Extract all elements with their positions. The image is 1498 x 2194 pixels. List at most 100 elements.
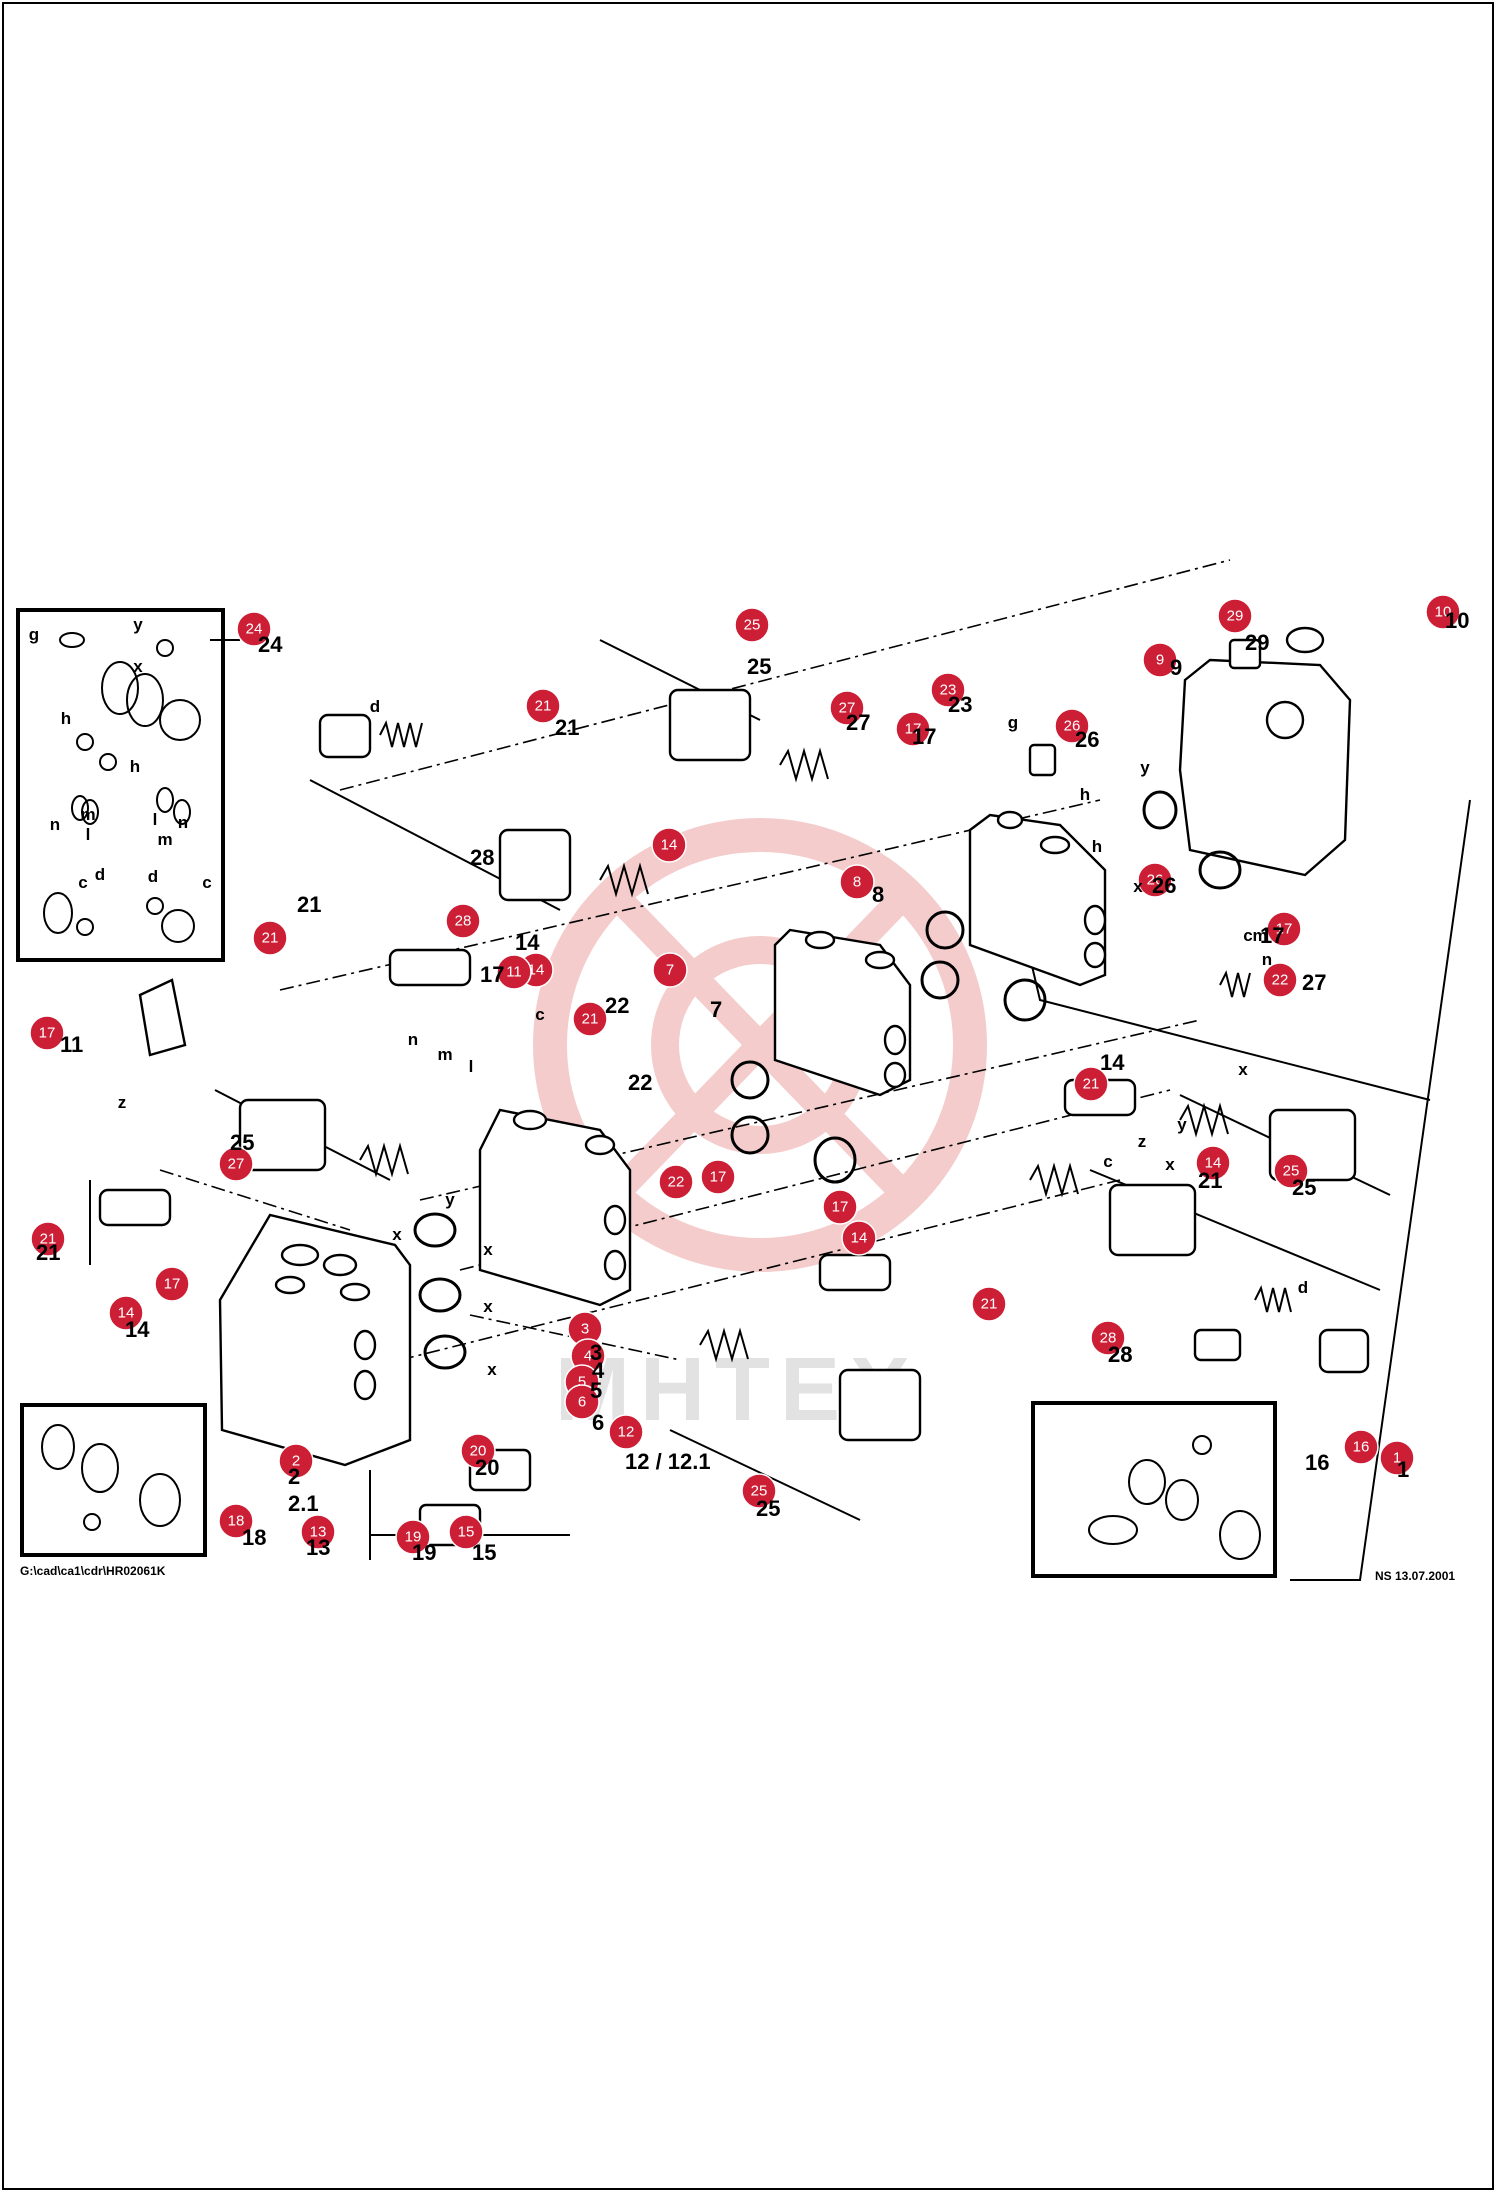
callout-badge-27: 27 [218, 1146, 254, 1182]
callout-badge-15: 15 [448, 1514, 484, 1550]
seal-letter-m: m [80, 805, 95, 824]
part-label-12---12-1: 12 / 12.1 [625, 1449, 711, 1474]
part-label-14: 14 [515, 930, 540, 955]
callout-badge-21: 21 [572, 1001, 608, 1037]
callout-badge-label: 24 [246, 621, 263, 638]
seal-letter-y: y [1140, 758, 1150, 777]
callout-badge-label: 4 [584, 1348, 592, 1365]
callout-badge-label: 25 [744, 617, 761, 634]
callout-badge-12: 12 [608, 1414, 644, 1450]
callout-badge-label: 29 [1227, 608, 1244, 625]
callout-badge-25: 25 [741, 1473, 777, 1509]
callout-badge-label: 10 [1435, 604, 1452, 621]
seal-letter-z: z [118, 1093, 127, 1112]
part-label-27: 27 [1302, 970, 1326, 995]
seal-letter-m: m [1252, 926, 1267, 945]
callout-badge-label: 5 [578, 1374, 586, 1391]
callout-badge-17: 17 [895, 711, 931, 747]
seal-letter-c: c [535, 1005, 544, 1024]
callout-badge-24: 24 [236, 611, 272, 647]
callout-badge-2: 2 [278, 1443, 314, 1479]
seal-letter-x: x [133, 657, 143, 676]
callout-badge-label: 14 [118, 1305, 135, 1322]
part-label-2: 2 [288, 1464, 300, 1489]
callout-badge-label: 17 [832, 1199, 849, 1216]
callout-badge-20: 20 [460, 1433, 496, 1469]
callout-badge-label: 19 [405, 1529, 422, 1546]
inset-box-seal-kit-24 [16, 608, 240, 962]
part-label-27: 27 [846, 710, 870, 735]
callout-badge-19: 19 [395, 1519, 431, 1555]
callout-badge-label: 9 [1156, 652, 1164, 669]
callout-badge-label: 17 [164, 1276, 181, 1293]
callout-badge-14: 14 [1195, 1145, 1231, 1181]
callout-badge-21: 21 [252, 920, 288, 956]
callout-badge-label: 14 [851, 1230, 868, 1247]
callout-badge-label: 27 [228, 1156, 245, 1173]
callout-badge-17: 17 [29, 1015, 65, 1051]
callout-badge-label: 11 [506, 964, 522, 981]
seal-letter-x: x [1238, 1060, 1248, 1079]
callout-badge-label: 22 [668, 1174, 685, 1191]
part-label-2-1: 2.1 [288, 1491, 319, 1516]
part-label-21: 21 [1198, 1168, 1222, 1193]
callout-badge-1: 1 [1379, 1440, 1415, 1476]
callout-badge-label: 21 [582, 1011, 599, 1028]
callout-badge-label: 25 [1283, 1163, 1300, 1180]
seal-letter-y: y [445, 1190, 455, 1209]
callout-badge-14: 14 [108, 1295, 144, 1331]
callout-badge-21: 21 [30, 1221, 66, 1257]
callout-badge-label: 7 [666, 962, 674, 979]
callout-badge-22: 22 [658, 1164, 694, 1200]
callout-badge-9: 9 [1142, 642, 1178, 678]
part-label-20: 20 [475, 1455, 499, 1480]
seal-letter-h: h [130, 757, 140, 776]
part-number-labels: 2425271728282121141722222525252626271721… [36, 608, 1469, 1565]
callout-badge-label: 26 [1147, 872, 1164, 889]
part-label-6: 6 [592, 1410, 604, 1435]
seal-letter-c: c [202, 873, 211, 892]
part-label-1: 1 [1397, 1457, 1409, 1482]
part-label-26: 26 [1152, 873, 1176, 898]
callout-badge-16: 16 [1343, 1429, 1379, 1465]
callout-badge-25: 25 [734, 607, 770, 643]
seal-letter-g: g [1008, 713, 1018, 732]
seal-letter-c: c [1243, 926, 1252, 945]
callout-badge-21: 21 [1073, 1066, 1109, 1102]
seal-letter-d: d [370, 697, 380, 716]
part-label-5: 5 [590, 1378, 602, 1403]
part-label-25: 25 [747, 654, 771, 679]
seal-letter-n: n [178, 813, 188, 832]
seal-letter-x: x [483, 1297, 493, 1316]
callout-badge-28: 28 [1090, 1320, 1126, 1356]
springs [359, 720, 1292, 1363]
callout-badge-14: 14 [841, 1220, 877, 1256]
part-label-13: 13 [306, 1535, 330, 1560]
part-label-21: 21 [297, 892, 321, 917]
part-label-21: 21 [555, 715, 579, 740]
drawing-path: G:\cad\ca1\cdr\HR02061K [20, 1564, 166, 1578]
seal-letter-x: x [1133, 877, 1143, 896]
part-label-11: 11 [60, 1032, 83, 1057]
callout-badge-22: 22 [1262, 962, 1298, 998]
o-rings [413, 790, 1242, 1370]
seal-letter-m: m [437, 1045, 452, 1064]
callout-badge-label: 8 [853, 874, 861, 891]
seal-letter-l: l [86, 825, 91, 844]
callout-badge-label: 21 [1083, 1076, 1100, 1093]
seal-letter-l: l [469, 1057, 474, 1076]
callout-badge-14: 14 [651, 827, 687, 863]
seal-letter-g: g [29, 625, 39, 644]
callout-badge-label: 17 [905, 721, 922, 738]
seal-letter-z: z [1138, 1132, 1147, 1151]
part-label-15: 15 [472, 1540, 496, 1565]
callout-badge-17: 17 [822, 1189, 858, 1225]
part-label-28: 28 [1108, 1342, 1132, 1367]
seal-letter-h: h [61, 709, 71, 728]
seal-letter-c: c [78, 873, 87, 892]
callout-badge-label: 25 [751, 1483, 768, 1500]
callout-badge-21: 21 [971, 1286, 1007, 1322]
seal-letter-y: y [1177, 1115, 1187, 1134]
